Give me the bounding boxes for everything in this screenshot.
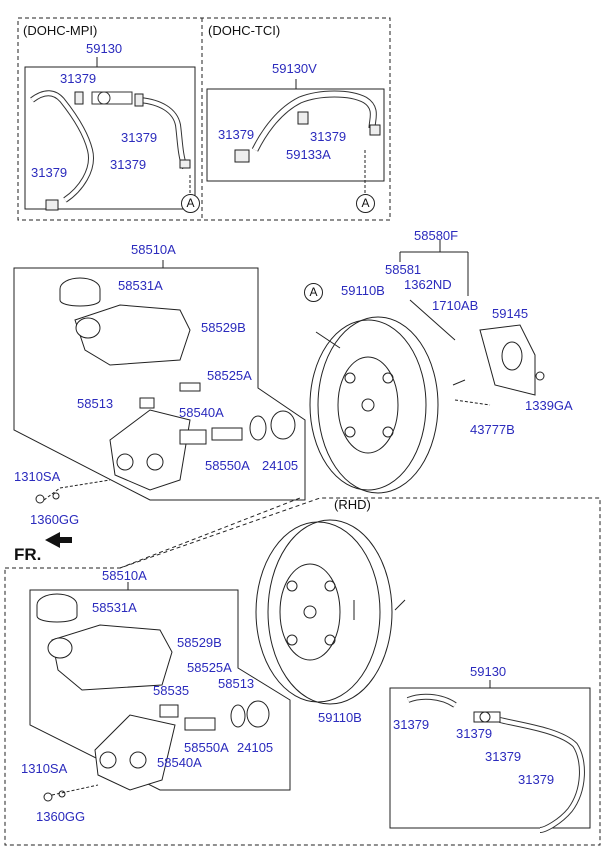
part-label-59130[interactable]: 59130	[470, 664, 507, 679]
part-label-58535[interactable]: 58535	[153, 683, 190, 698]
ref-marker-a-booster: A	[304, 283, 323, 302]
section-dohc-tci: (DOHC-TCI)	[208, 23, 281, 38]
mpi-tci-section-frame	[17, 17, 391, 221]
part-label-59130v[interactable]: 59130V	[272, 61, 317, 76]
part-label-58540a[interactable]: 58540A	[179, 405, 224, 420]
part-label-31379[interactable]: 31379	[485, 749, 522, 764]
part-label-31379[interactable]: 31379	[60, 71, 97, 86]
part-label-31379[interactable]: 31379	[310, 129, 347, 144]
part-label-31379[interactable]: 31379	[518, 772, 555, 787]
part-label-24105[interactable]: 24105	[262, 458, 299, 473]
part-label-58581[interactable]: 58581	[385, 262, 422, 277]
brake-booster-upper	[309, 319, 427, 491]
part-label-58525a[interactable]: 58525A	[207, 368, 252, 383]
part-label-59145[interactable]: 59145	[492, 306, 529, 321]
ref-marker-a-tci: A	[356, 194, 375, 213]
part-label-58550a[interactable]: 58550A	[205, 458, 250, 473]
brake-booster-rhd	[255, 521, 381, 703]
part-label-58540a[interactable]: 58540A	[157, 755, 202, 770]
front-direction-arrow	[45, 532, 72, 548]
part-label-58580f[interactable]: 58580F	[414, 228, 459, 243]
part-label-1360gg[interactable]: 1360GG	[30, 512, 80, 527]
section-rhd: (RHD)	[334, 497, 371, 512]
part-label-31379[interactable]: 31379	[110, 157, 147, 172]
part-label-1339ga[interactable]: 1339GA	[525, 398, 573, 413]
front-direction-label: FR.	[14, 545, 42, 564]
part-label-43777b[interactable]: 43777B	[470, 422, 515, 437]
part-label-1310sa[interactable]: 1310SA	[21, 761, 68, 776]
part-label-59110b[interactable]: 59110B	[318, 710, 362, 725]
part-label-58510a[interactable]: 58510A	[102, 568, 147, 583]
part-label-58525a[interactable]: 58525A	[187, 660, 232, 675]
part-label-1360gg[interactable]: 1360GG	[36, 809, 86, 824]
mpi-hose-box	[24, 66, 196, 210]
part-label-24105[interactable]: 24105	[237, 740, 274, 755]
part-label-58510a[interactable]: 58510A	[131, 242, 176, 257]
master-cylinder-group-box-rhd	[29, 589, 291, 791]
part-label-59133a[interactable]: 59133A	[286, 147, 331, 162]
part-label-58529b[interactable]: 58529B	[201, 320, 246, 335]
section-dohc-mpi: (DOHC-MPI)	[23, 23, 98, 38]
part-label-58550a[interactable]: 58550A	[184, 740, 229, 755]
part-label-31379[interactable]: 31379	[456, 726, 493, 741]
part-label-1310sa[interactable]: 1310SA	[14, 469, 61, 484]
part-label-58513[interactable]: 58513	[77, 396, 114, 411]
part-label-58529b[interactable]: 58529B	[177, 635, 222, 650]
part-label-31379[interactable]: 31379	[218, 127, 255, 142]
part-label-31379[interactable]: 31379	[31, 165, 68, 180]
part-label-1710ab[interactable]: 1710AB	[432, 298, 479, 313]
part-label-58531a[interactable]: 58531A	[92, 600, 137, 615]
part-label-31379[interactable]: 31379	[393, 717, 430, 732]
ref-marker-a-mpi: A	[181, 194, 200, 213]
part-label-1362nd[interactable]: 1362ND	[404, 277, 452, 292]
master-cylinder-group-box	[13, 267, 306, 501]
part-label-59130[interactable]: 59130	[86, 41, 123, 56]
part-label-59110b[interactable]: 59110B	[341, 283, 385, 298]
part-label-58531a[interactable]: 58531A	[118, 278, 163, 293]
part-label-31379[interactable]: 31379	[121, 130, 158, 145]
part-label-58513[interactable]: 58513	[218, 676, 255, 691]
